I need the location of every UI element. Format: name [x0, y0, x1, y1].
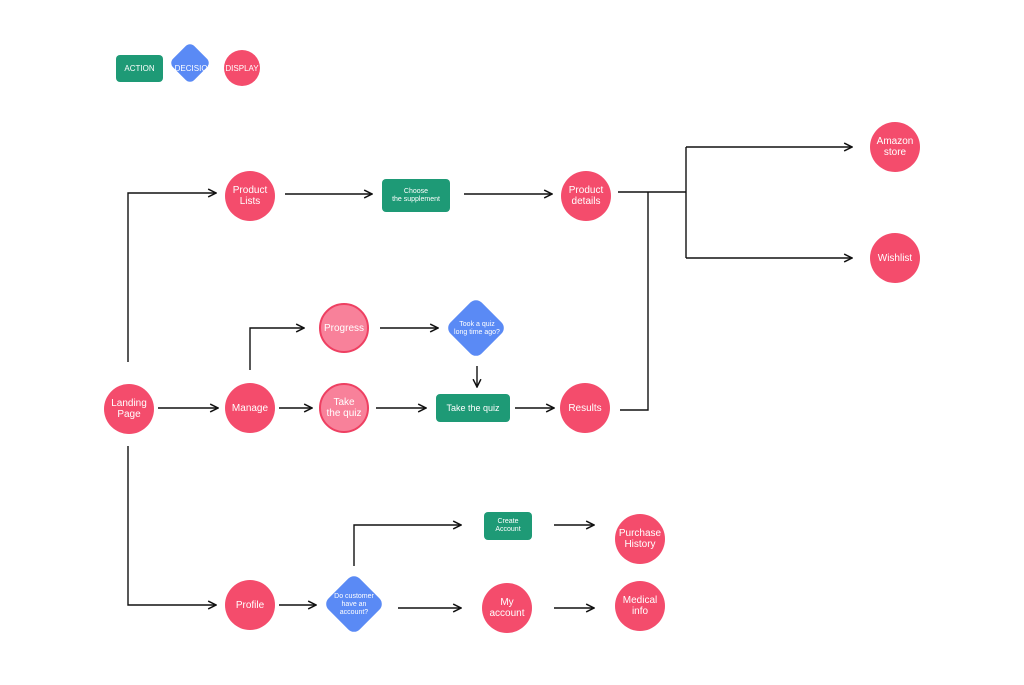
- node-create-account: Create Account: [484, 512, 532, 540]
- node-amazon-store: Amazon store: [870, 122, 920, 172]
- node-product-lists: Product Lists: [225, 171, 275, 221]
- node-took-quiz-label: Took a quiz long time ago?: [454, 321, 500, 336]
- legend-action-label: ACTION: [124, 64, 155, 73]
- node-landing-page: Landing Page: [104, 384, 154, 434]
- legend-action: ACTION: [116, 55, 163, 82]
- node-progress: Progress: [319, 303, 369, 353]
- node-product-details: Product details: [561, 171, 611, 221]
- connector-landing-profile: [127, 446, 216, 605]
- node-wishlist: Wishlist: [870, 233, 920, 283]
- legend-decision-label: DECISION: [174, 64, 214, 73]
- node-results: Results: [560, 383, 610, 433]
- node-profile: Profile: [225, 580, 275, 630]
- node-purchase-history: Purchase History: [615, 514, 665, 564]
- connector-manage-progress: [249, 328, 304, 370]
- node-manage: Manage: [225, 383, 275, 433]
- node-take-quiz-action: Take the quiz: [436, 394, 510, 422]
- node-choose-supplement: Choose the supplement: [382, 179, 450, 212]
- connector-landing-product-lists: [127, 193, 216, 362]
- connector-results-up: [620, 192, 649, 411]
- legend-display-label: DISPLAY: [225, 63, 259, 73]
- connector-decision-create: [353, 525, 461, 566]
- node-medical-info: Medical info: [615, 581, 665, 631]
- node-decision-label: Do customer have an account?: [334, 593, 374, 616]
- legend-display: DISPLAY: [224, 50, 260, 86]
- node-my-account: My account: [482, 583, 532, 633]
- node-take-quiz-display: Take the quiz: [319, 383, 369, 433]
